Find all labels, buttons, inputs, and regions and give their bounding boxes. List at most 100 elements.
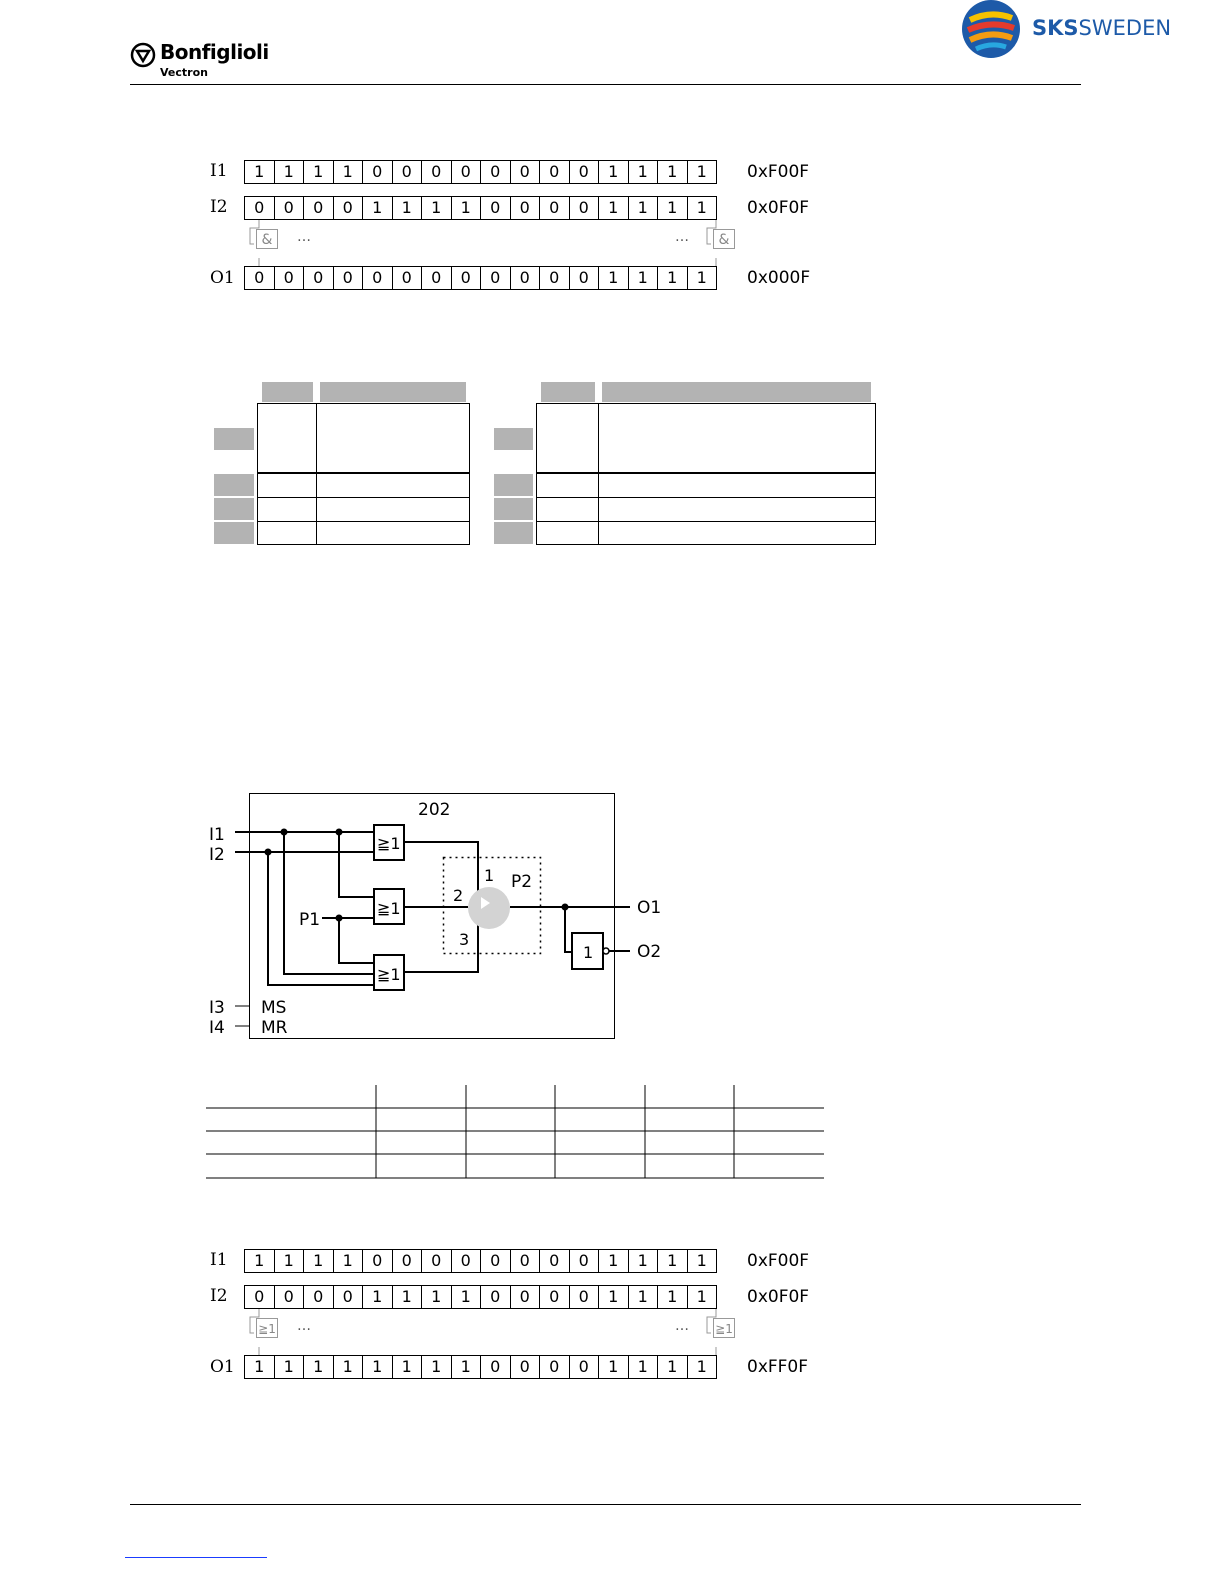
bit-cell: 0	[509, 196, 540, 220]
bit-cell: 0	[450, 1249, 481, 1273]
bit-cell: 0	[480, 1355, 511, 1379]
footer-link-underline[interactable]	[125, 1557, 267, 1558]
bit-cell: 0	[303, 266, 334, 290]
bit-cell: 0	[480, 266, 511, 290]
table-frame	[257, 403, 470, 545]
bit-cell: 0	[450, 266, 481, 290]
or-gate-3-symbol: ≧1	[377, 965, 401, 984]
and-gate-left: &	[256, 229, 278, 249]
bit-cell: 1	[598, 196, 629, 220]
p2-label: P2	[511, 872, 532, 892]
p2-selector-box	[442, 856, 542, 955]
bit-cell: 1	[362, 196, 393, 220]
wire	[404, 921, 479, 973]
or-gate-2-symbol: ≧1	[377, 899, 401, 918]
table-header-cell	[262, 382, 313, 402]
or-ellipsis-right: …	[675, 1318, 690, 1334]
bit-cell: 1	[627, 196, 658, 220]
bonfiglioli-emblem-icon	[130, 42, 156, 68]
or-hex-o1: 0xFF0F	[747, 1357, 809, 1377]
brand-subname: Vectron	[160, 66, 208, 79]
or-hex-i2: 0x0F0F	[747, 1287, 810, 1307]
bit-cell: 0	[362, 160, 393, 184]
bit-cell: 0	[421, 1249, 452, 1273]
input-label-i2: I2	[209, 845, 225, 865]
header-rule	[130, 84, 1081, 85]
wire	[338, 918, 374, 964]
truth-table-grid	[206, 1085, 824, 1179]
table-row-line	[257, 521, 470, 522]
wire	[338, 832, 374, 898]
and-hex-o1: 0x000F	[747, 268, 811, 288]
table-row-header	[494, 474, 533, 496]
bit-cell: 0	[421, 160, 452, 184]
sks-wordmark: SKSSWEDEN	[1032, 16, 1171, 40]
bit-cell: 1	[244, 1355, 275, 1379]
and-ellipsis-right: …	[675, 229, 690, 245]
bit-cell: 1	[598, 1285, 629, 1309]
bit-cell: 0	[480, 1249, 511, 1273]
bit-cell: 1	[627, 266, 658, 290]
bit-cell: 0	[273, 1285, 304, 1309]
bit-cell: 0	[391, 266, 422, 290]
bit-cell: 1	[362, 1285, 393, 1309]
bit-cell: 0	[539, 266, 570, 290]
block-number: 202	[418, 800, 450, 820]
bit-cell: 1	[657, 196, 688, 220]
and-hex-i1: 0xF00F	[747, 162, 810, 182]
not-gate	[571, 932, 604, 970]
input-label-i4: I4	[209, 1018, 225, 1038]
bit-cell: 1	[303, 160, 334, 184]
bit-cell: 1	[303, 1355, 334, 1379]
output-label-o2: O2	[637, 942, 661, 962]
bit-cell: 1	[332, 1249, 363, 1273]
bit-cell: 1	[391, 1285, 422, 1309]
bit-cell: 1	[686, 196, 717, 220]
table-header-cell	[541, 382, 595, 402]
bit-cell: 1	[450, 1285, 481, 1309]
function-block-diagram: 202 I1 I2 P1 ≧1 ≧1 ≧1 1 2 3 P2 1 O1 O2 I…	[209, 793, 661, 1039]
bit-cell: 0	[539, 1249, 570, 1273]
bit-cell: 0	[450, 160, 481, 184]
table-header-cell	[320, 382, 466, 402]
bit-cell: 0	[332, 266, 363, 290]
bit-cell: 1	[598, 160, 629, 184]
bit-cell: 0	[539, 1285, 570, 1309]
table-row-line	[536, 521, 876, 522]
selector-pointer-icon	[481, 897, 490, 909]
bit-cell: 1	[421, 1285, 452, 1309]
inversion-bubble	[602, 947, 610, 955]
bit-cell: 0	[568, 1249, 599, 1273]
or-row-label: I1	[210, 1250, 228, 1270]
p1-label: P1	[299, 910, 320, 930]
table-header-cell	[602, 382, 871, 402]
and-hex-i2: 0x0F0F	[747, 198, 810, 218]
and-gate-right: &	[713, 229, 735, 249]
bit-cell: 0	[244, 1285, 275, 1309]
bit-cell: 1	[627, 160, 658, 184]
bit-cell: 1	[686, 266, 717, 290]
bit-cell: 1	[391, 196, 422, 220]
bit-cell: 0	[244, 266, 275, 290]
bit-cell: 1	[303, 1249, 334, 1273]
brand-name: Bonfiglioli	[160, 40, 269, 64]
and-gate-wires	[249, 220, 717, 266]
block-frame	[249, 793, 615, 1039]
or-row-label: I2	[210, 1286, 228, 1306]
or-gate-1-symbol: ≧1	[377, 834, 401, 853]
and-row-label: I1	[210, 161, 228, 181]
bit-cell: 1	[598, 1249, 629, 1273]
bit-cell: 1	[450, 196, 481, 220]
bit-cell: 0	[539, 160, 570, 184]
bit-cell: 0	[568, 266, 599, 290]
sks-globe-icon	[962, 0, 1020, 58]
bit-cell: 1	[598, 266, 629, 290]
table-row-header	[214, 474, 254, 496]
sks-bold: SKS	[1032, 16, 1079, 40]
bit-cell: 0	[509, 1355, 540, 1379]
bit-cell: 1	[657, 1285, 688, 1309]
table-row-line	[257, 497, 470, 498]
bit-cell: 1	[598, 1355, 629, 1379]
